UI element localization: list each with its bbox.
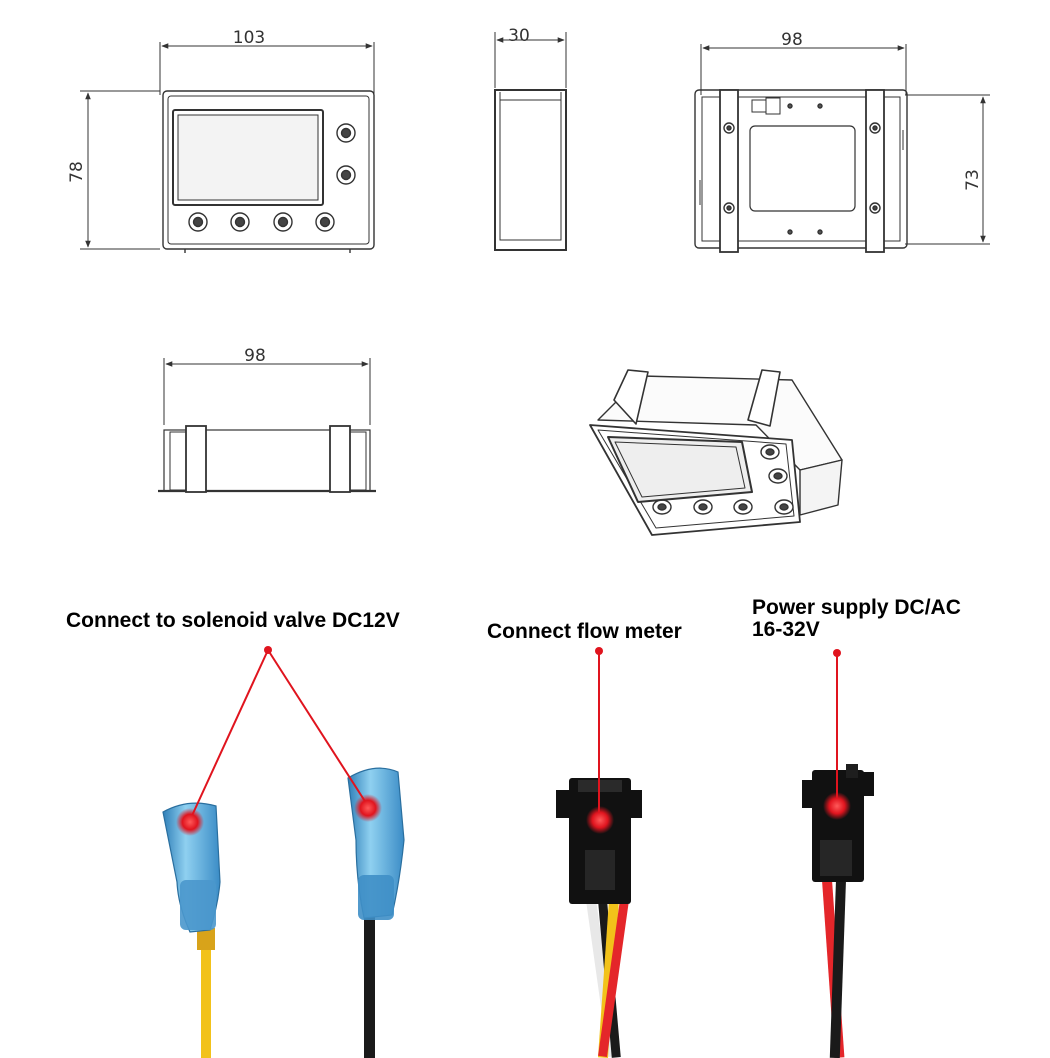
bottom-width-label: 98 (244, 346, 266, 366)
back-width-label: 98 (781, 30, 803, 50)
side-view (494, 32, 567, 251)
front-width-label: 103 (233, 28, 265, 48)
isometric-view (589, 369, 843, 536)
pointer-lines (189, 649, 838, 821)
power-connector (802, 764, 874, 1058)
label-power-line2: 16-32V (752, 618, 820, 641)
front-height-label: 78 (67, 161, 87, 183)
label-power-line1: Power supply DC/AC (752, 596, 961, 619)
back-view (694, 44, 990, 253)
label-solenoid-valve: Connect to solenoid valve DC12V (66, 609, 400, 632)
label-power-supply: Power supply DC/AC 16-32V (752, 597, 961, 641)
connection-markers (176, 792, 851, 836)
pointer-dots (264, 646, 841, 657)
spade-terminal-yellow (162, 802, 221, 1058)
back-height-label: 73 (963, 169, 983, 191)
wiring-photo (162, 646, 874, 1058)
front-view (80, 42, 375, 253)
side-depth-label: 30 (508, 26, 530, 46)
bottom-view (158, 358, 376, 493)
label-flow-meter: Connect flow meter (487, 620, 682, 643)
